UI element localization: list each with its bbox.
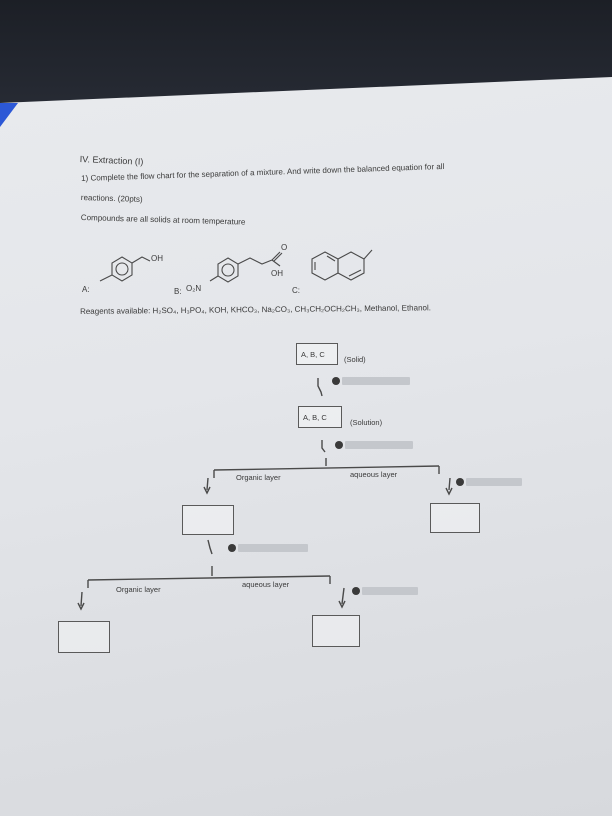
organic-product-box-1[interactable] <box>182 505 234 535</box>
blue-corner-mark <box>0 103 18 127</box>
compound-b-label: B: <box>174 287 182 296</box>
start-state-label: (Solid) <box>344 355 366 364</box>
solution-box <box>298 406 342 428</box>
compound-a-oh: OH <box>151 254 163 263</box>
reagent-blank-5[interactable] <box>362 587 418 595</box>
solution-mixture-label: A, B, C <box>303 413 327 422</box>
reagent-blank-4[interactable] <box>238 544 308 552</box>
start-mixture-box <box>296 343 338 365</box>
aqueous-layer-label-1: aqueous layer <box>350 470 398 479</box>
compound-a-ring-circle <box>115 262 129 276</box>
start-mixture-label: A, B, C <box>301 350 325 359</box>
reagent-dot-3 <box>456 478 464 486</box>
aqueous-product-box-2[interactable] <box>312 615 360 647</box>
compound-b-ring-circle <box>221 263 235 277</box>
aqueous-layer-label-2: aqueous layer <box>242 580 290 589</box>
compound-b-o2n: O₂N <box>186 284 202 293</box>
compound-c-label: C: <box>292 286 300 295</box>
reagent-dot-1 <box>332 377 340 385</box>
aqueous-product-box-1[interactable] <box>430 503 480 533</box>
reagent-blank-2[interactable] <box>345 441 413 449</box>
reagent-blank-1[interactable] <box>342 377 410 385</box>
organic-layer-label-1: Organic layer <box>236 473 281 482</box>
solution-state-label: (Solution) <box>350 418 383 427</box>
compound-a-label: A: <box>82 285 90 294</box>
reagent-dot-4 <box>228 544 236 552</box>
reagent-dot-5 <box>352 587 360 595</box>
compound-b-o: O <box>281 243 288 252</box>
compound-b-oh: OH <box>271 269 283 278</box>
organic-layer-label-2: Organic layer <box>116 585 161 594</box>
reagent-blank-3[interactable] <box>466 478 522 486</box>
organic-product-box-2[interactable] <box>58 621 110 653</box>
reagent-dot-2 <box>335 441 343 449</box>
